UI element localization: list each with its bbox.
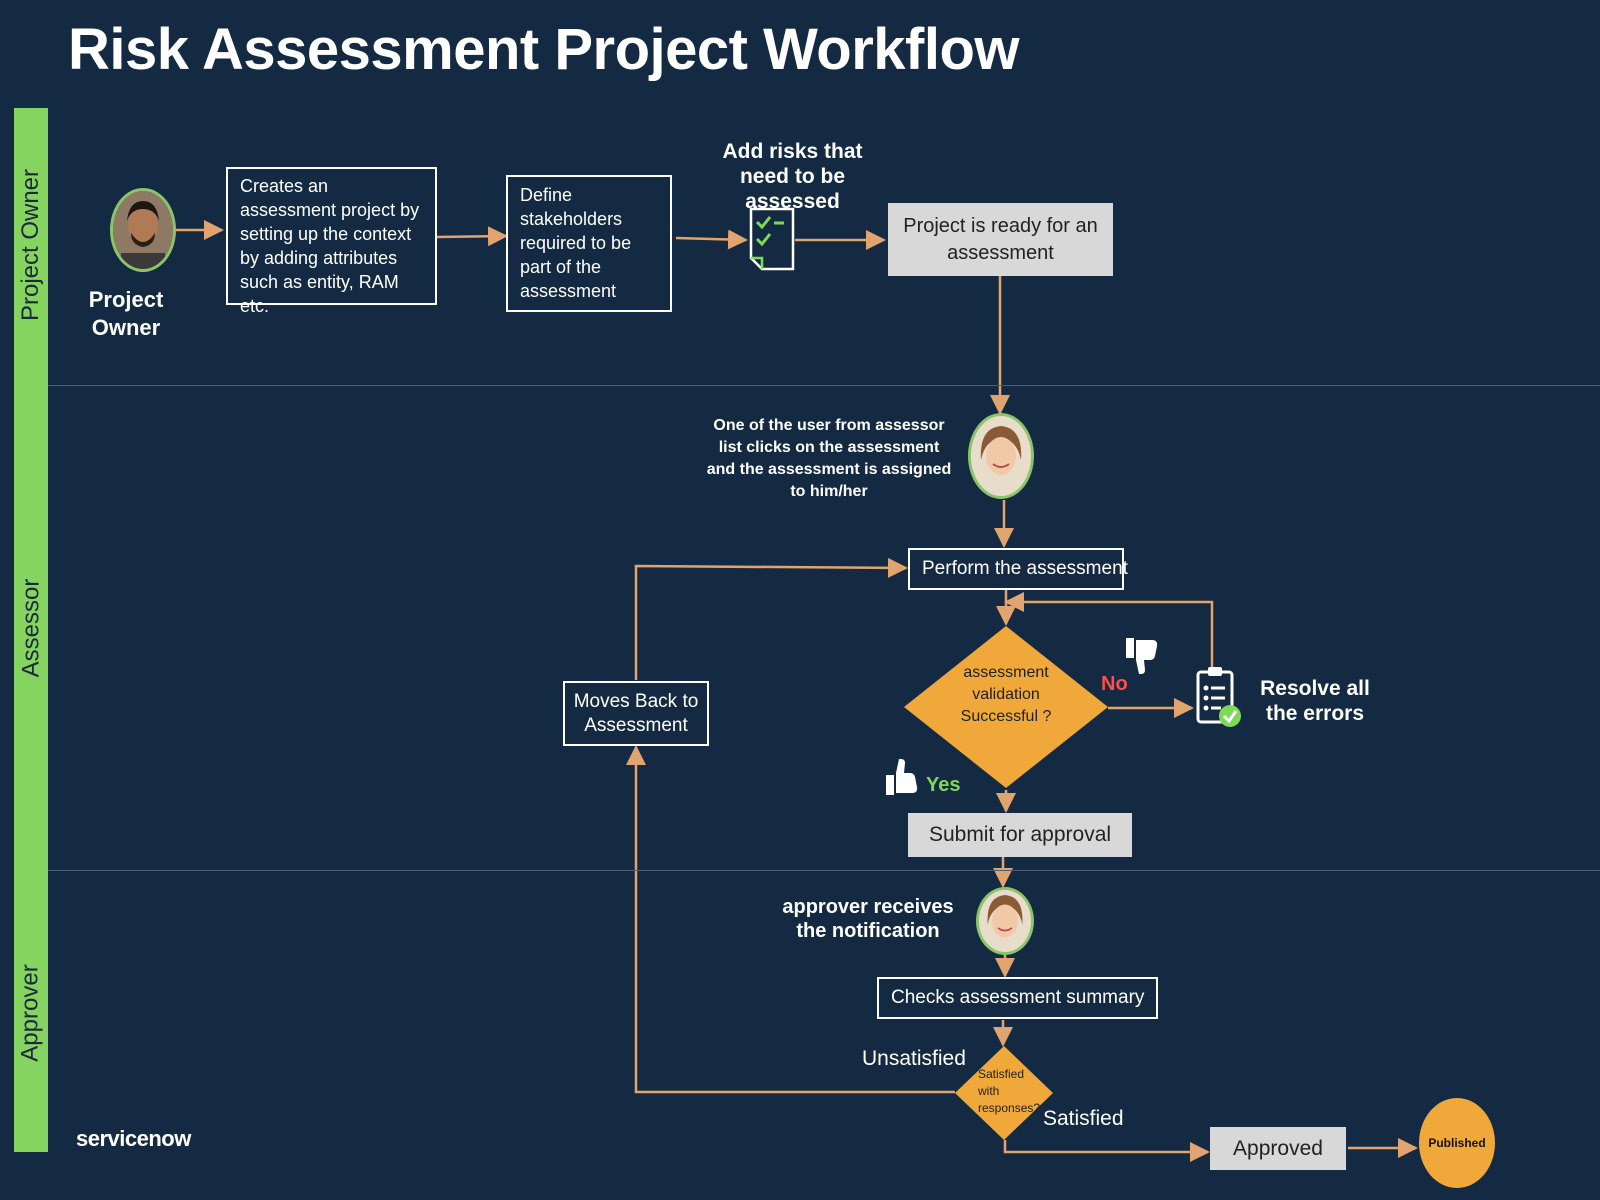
define-stakeholders-step: Define stakeholders required to be part …: [506, 175, 672, 312]
lane-divider: [48, 870, 1600, 871]
published-step: Published: [1419, 1098, 1495, 1188]
yes-label: Yes: [926, 774, 960, 797]
validation-decision-diamond: [904, 626, 1108, 788]
resolve-errors-step: Resolve all the errors: [1260, 677, 1370, 725]
arrow-moves-back-to-perform: [634, 557, 908, 680]
person-icon: [971, 416, 1031, 496]
assessor-avatar: [968, 413, 1034, 499]
approver-notification-caption: approver receives the notification: [782, 896, 954, 942]
no-label-text: No: [1101, 673, 1128, 695]
project-owner-avatar: [110, 188, 176, 272]
satisfied-label: Satisfied: [1043, 1107, 1124, 1130]
lane-label-assessor: Assessor: [17, 578, 45, 677]
clipboard-check-icon: [1196, 667, 1241, 727]
lane-label-project-owner: Project Owner: [17, 168, 44, 322]
create-project-step: Creates an assessment project by setting…: [226, 167, 437, 316]
submit-for-approval-step: Submit for approval: [908, 813, 1132, 857]
approved-step: Approved: [1210, 1127, 1346, 1170]
arrow-resolve-loop-back: [1004, 592, 1214, 668]
arrow-define-to-risks: [675, 229, 748, 250]
lane-divider: [48, 385, 1600, 386]
lane-label-approver: Approver: [17, 963, 45, 1062]
checklist-document-icon: [749, 207, 795, 271]
swimlane-bar: [14, 108, 48, 1152]
arrow-create-to-define: [436, 226, 508, 247]
validation-decision-text: assessment validation Successful ?: [960, 664, 1052, 725]
checks-summary-step: Checks assessment summary: [877, 977, 1158, 1019]
page-title: Risk Assessment Project Workflow: [68, 17, 1020, 82]
unsatisfied-label: Unsatisfied: [862, 1047, 966, 1070]
arrow-satisfied-to-approved: [1003, 1140, 1210, 1162]
project-ready-step: Project is ready for an assessment: [888, 203, 1113, 276]
no-label: No: [1101, 673, 1128, 696]
perform-assessment-step: Perform the assessment: [908, 548, 1128, 590]
add-risks-caption: Add risks that need to be assessed: [722, 140, 863, 213]
satisfied-decision-diamond: [955, 1046, 1053, 1140]
person-icon: [113, 191, 173, 269]
servicenow-logo: servicenow: [76, 1126, 191, 1151]
arrow-unsatisfied-to-moves-back: [626, 745, 955, 1094]
yes-label-text: Yes: [926, 774, 961, 796]
person-icon: [979, 890, 1031, 952]
thumbs-up-icon: [886, 759, 918, 795]
thumbs-down-icon: [1126, 638, 1158, 674]
satisfied-decision-text: Satisfied with responses?: [978, 1067, 1041, 1115]
approver-avatar: [976, 887, 1034, 955]
assessor-assignment-caption: One of the user from assessor list click…: [706, 417, 952, 500]
project-owner-label: Project Owner: [88, 287, 164, 340]
moves-back-step: Moves Back to Assessment: [563, 681, 709, 746]
